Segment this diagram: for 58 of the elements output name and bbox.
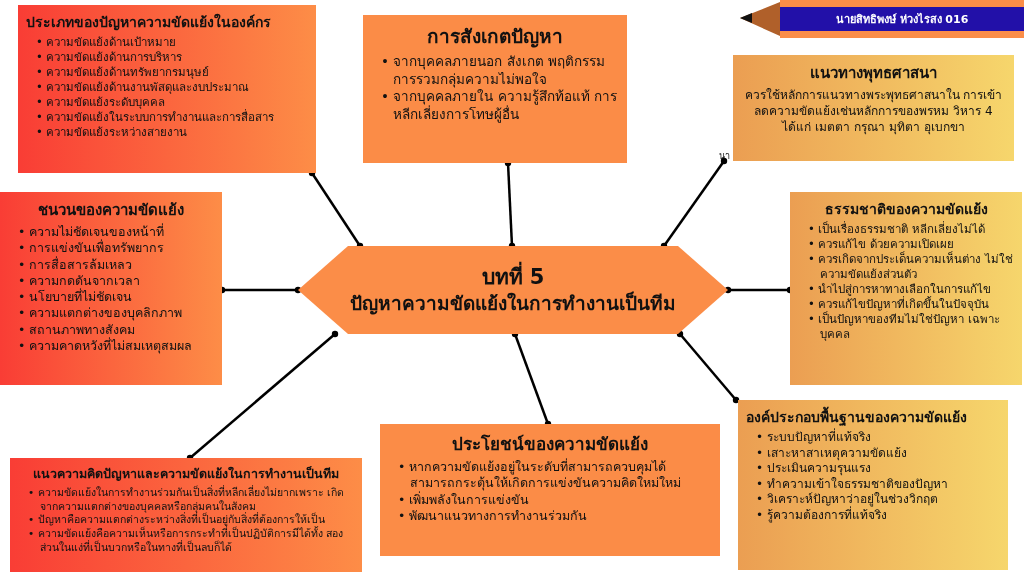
bullet-item: • นำไปสู่การหาทางเลือกในการแก้ไข: [807, 281, 993, 296]
bullet-item: • ความคาดหวังที่ไม่สมเหตุสมผล: [17, 337, 194, 354]
bullet-item: • ทำความเข้าใจธรรมชาติของปัญหา: [755, 476, 949, 492]
bullet-item: • การสื่อสารล้มเหลว: [17, 256, 134, 273]
bullet-item: • หากความขัดแย้งอยู่ในระดับที่สามารถควบคุมได้ สามารถกระตุ้นให้เกิดการแข่งขันความคิดใหม่ใหม่: [397, 459, 682, 491]
box-heading: แนวทางพุทธศาสนา: [809, 63, 938, 85]
stray-text: นา: [717, 150, 731, 162]
bullet-item: • รู้ความต้องการที่แท้จริง: [755, 507, 887, 524]
bullet-item: • ควรแก้ไข ด้วยความเปิดเผย: [807, 236, 956, 251]
bullet-item: • วิเคราะห์ปัญหาว่าอยู่ในช่วงวิกฤต: [755, 492, 939, 507]
topic-box: [738, 400, 1008, 570]
chapter-hexagon: [298, 246, 728, 334]
box-heading: ชนวนของความขัดแย้ง: [37, 200, 185, 221]
bullet-item: • ความไม่ชัดเจนของหน้าที่: [17, 224, 166, 239]
bullet-item: • ความขัดแย้งระดับบุคคล: [35, 94, 167, 109]
topic-box: [10, 458, 362, 572]
connector-line: [676, 330, 740, 404]
chapter-title: ปัญหาความขัดแย้งในการทำงานเป็นทีม: [350, 291, 676, 317]
bullet-item: • ควรแก้ไขปัญหาที่เกิดขึ้นในปัจจุบัน: [807, 296, 991, 311]
bullet-item: • ความขัดแย้งด้านการบริหาร: [35, 49, 184, 65]
bullet-item: • ความขัดแย้งด้านเป้าหมาย: [35, 35, 178, 50]
topic-box: [18, 5, 316, 173]
bullet-item: • จากบุคคลภายนอก สังเกต พฤติกรรมการรวมกลุ่มความไม่พอใจ: [380, 53, 606, 88]
topic-box: [0, 192, 222, 385]
bullet-item: • การแข่งขันเพื่อทรัพยากร: [17, 240, 166, 256]
bullet-item: • ความขัดแย้งด้านทรัพยากรมนุษย์: [35, 64, 211, 80]
topic-box: [733, 55, 1014, 161]
bullet-item: • ความขัดแย้งในการทำงานร่วมกันเป็นสิ่งที่หลีกเลี่ยงไม่ยากเพราะ เกิดจากความแตกต่างของบุคคลหรือกลุ่มคนในสังคม: [27, 486, 345, 513]
bullet-item: • เป็นเรื่องธรรมชาติ หลีกเลี่ยงไม่ได้: [807, 222, 987, 237]
box-heading: ประโยชน์ของความขัดแย้ง: [451, 433, 649, 456]
bullet-item: • พัฒนาแนวทางการทำงานร่วมกัน: [397, 507, 589, 524]
bullet-item: • นโยบายที่ไม่ชัดเจน: [17, 289, 134, 306]
topic-box: [363, 15, 627, 163]
bullet-item: • เสาะหาสาเหตุความขัดแย้ง: [755, 445, 908, 462]
box-heading: ธรรมชาติของความขัดแย้ง: [823, 200, 989, 219]
box-heading: องค์ประกอบพื้นฐานของความขัดแย้ง: [746, 406, 1000, 428]
box-heading: ประเภทของปัญหาความขัดแย้งในองค์กร: [26, 12, 272, 33]
chapter-title: บทที่ 5: [481, 263, 545, 292]
bullet-item: • ความขัดแย้งคือความเห็นหรือการกระทำที่เป็นปฏิบัติการมีได้ทั้ง สองส่วนในแง่ที่เป็นบวกหรือในทางที่เป็นลบก็ได้: [27, 526, 344, 555]
bullet-item: • เป็นปัญหาของทีมไม่ใช่ปัญหา เฉพาะบุคคล: [807, 311, 1002, 342]
bullet-item: • สถานภาพทางสังคม: [17, 321, 137, 337]
topic-box: [790, 192, 1022, 385]
bullet-item: • ประเมินความรุนแรง: [755, 461, 872, 477]
bullet-item: • จากบุคคลภายใน ความรู้สึกท้อแท้ การหลีกเลี่ยงการโทษผู้อื่น: [380, 88, 618, 124]
bullet-item: • ความกดดันจากเวลา: [17, 272, 142, 288]
box-heading: การสังเกตปัญหา: [426, 24, 564, 50]
bullet-item: • เพิ่มพลังในการแข่งขัน: [397, 491, 531, 508]
bullet-item: • ปัญหาคือความแตกต่างระหว่างสิ่งที่เป็นอยู่กับสิ่งที่ต้องการให้เป็น: [27, 513, 326, 526]
box-heading: แนวความคิดปัญหาและความขัดแย้งในการทำงานเป็นทีม: [32, 465, 340, 483]
bullet-item: • ความขัดแย้งระหว่างสายงาน: [35, 124, 189, 140]
bullet-item: • ควรเกิดจากประเด็นความเห็นต่าง ไม่ใช่ความขัดแย้งส่วนตัว: [807, 251, 1014, 282]
bullet-item: • ความขัดแย้งด้านงานพัสดุและงบประมาณ: [35, 79, 251, 95]
body-text: ควรใช้หลักการแนวทางพระพุทธศาสนาใน การเข้าลดความขัดแย้งเช่นหลักการของพรหม วิหาร 4 ได้แก่ เมตตา กรุณา มุทิตา อุเบกขา: [743, 87, 1004, 136]
bullet-item: • ระบบปัญหาที่แท้จริง: [755, 430, 872, 446]
bullet-item: • ความขัดแย้งในระบบการทำงานและการสื่อสาร: [35, 109, 276, 125]
topic-box: [380, 424, 720, 556]
bullet-item: • ความแตกต่างของบุคลิกภาพ: [17, 305, 184, 322]
author-name: นายสิทธิพงษ์ ห่วงไรสง 016: [834, 12, 970, 28]
